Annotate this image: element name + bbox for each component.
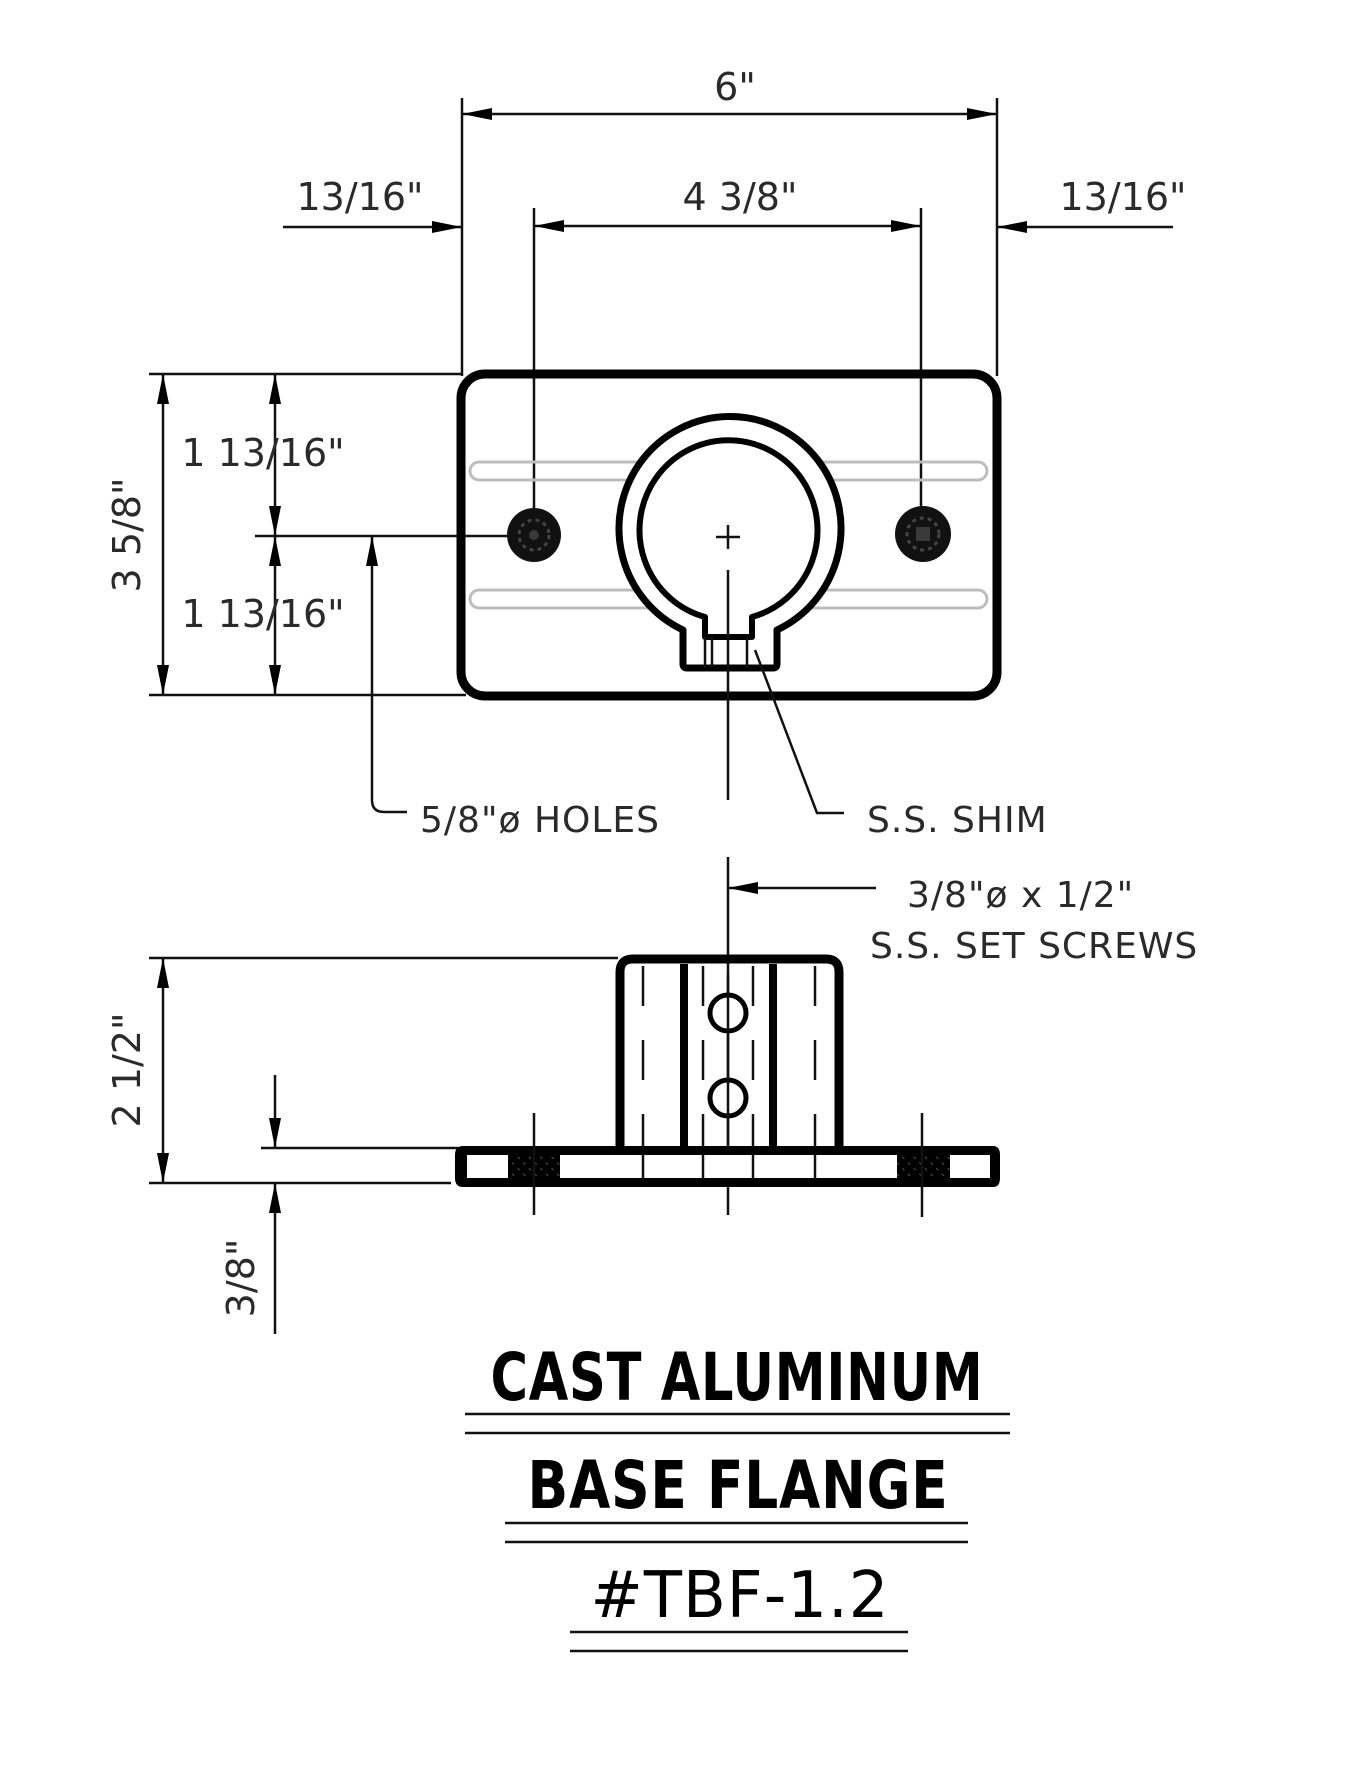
holes-note: 5/8"ø HOLES xyxy=(420,800,660,841)
dimension-overall-width: 6" xyxy=(714,65,756,109)
dimension-hole-offset-upper: 1 13/16" xyxy=(181,431,344,475)
flange-profile xyxy=(455,1146,1000,1187)
shim-leader xyxy=(753,649,844,815)
tube-socket-profile xyxy=(615,954,844,1151)
dimension-hole-offset-lower: 1 13/16" xyxy=(181,592,344,636)
title-part-number: #TBF-1.2 xyxy=(591,1559,890,1633)
dimension-edge-offset-right: 13/16" xyxy=(1060,175,1187,219)
mounting-hole-right xyxy=(895,506,951,562)
mounting-hole-left xyxy=(507,508,561,562)
dimension-flange-thickness: 3/8" xyxy=(219,1239,263,1318)
dimension-edge-offset-left: 13/16" xyxy=(297,175,424,219)
dimension-overall-height: 2 1/2" xyxy=(105,1013,149,1128)
holes-leader-elbow xyxy=(370,790,407,814)
top-view: 6" 4 3/8" 13/16" 13/16" 3 5/8" 1 13/16" … xyxy=(105,65,1187,841)
title-block: CAST ALUMINUM BASE FLANGE #TBF-1.2 xyxy=(465,1339,1010,1653)
shim-note: S.S. SHIM xyxy=(867,800,1048,841)
dimension-overall-depth: 3 5/8" xyxy=(105,478,149,593)
set-screw-note-desc: S.S. SET SCREWS xyxy=(870,926,1198,967)
set-screw-note-size: 3/8"ø x 1/2" xyxy=(907,875,1134,916)
title-part-name: BASE FLANGE xyxy=(528,1447,949,1524)
tube-socket-ring xyxy=(615,413,845,672)
dimension-hole-spacing: 4 3/8" xyxy=(683,175,798,219)
side-view: 3/8"ø x 1/2" S.S. SET SCREWS 2 1/2" 3/8" xyxy=(105,857,1198,1334)
title-material: CAST ALUMINUM xyxy=(491,1339,984,1416)
